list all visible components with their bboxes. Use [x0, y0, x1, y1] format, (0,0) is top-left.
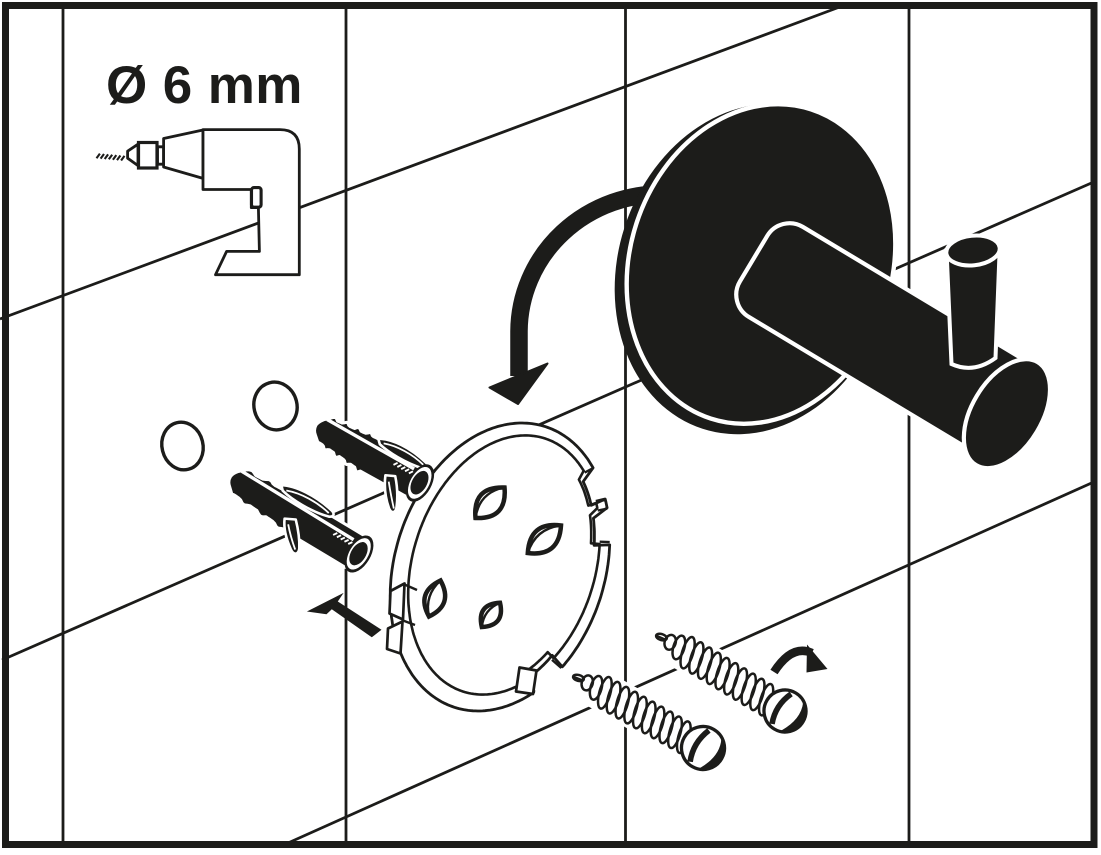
- svg-text:Ø 6 mm: Ø 6 mm: [106, 56, 303, 115]
